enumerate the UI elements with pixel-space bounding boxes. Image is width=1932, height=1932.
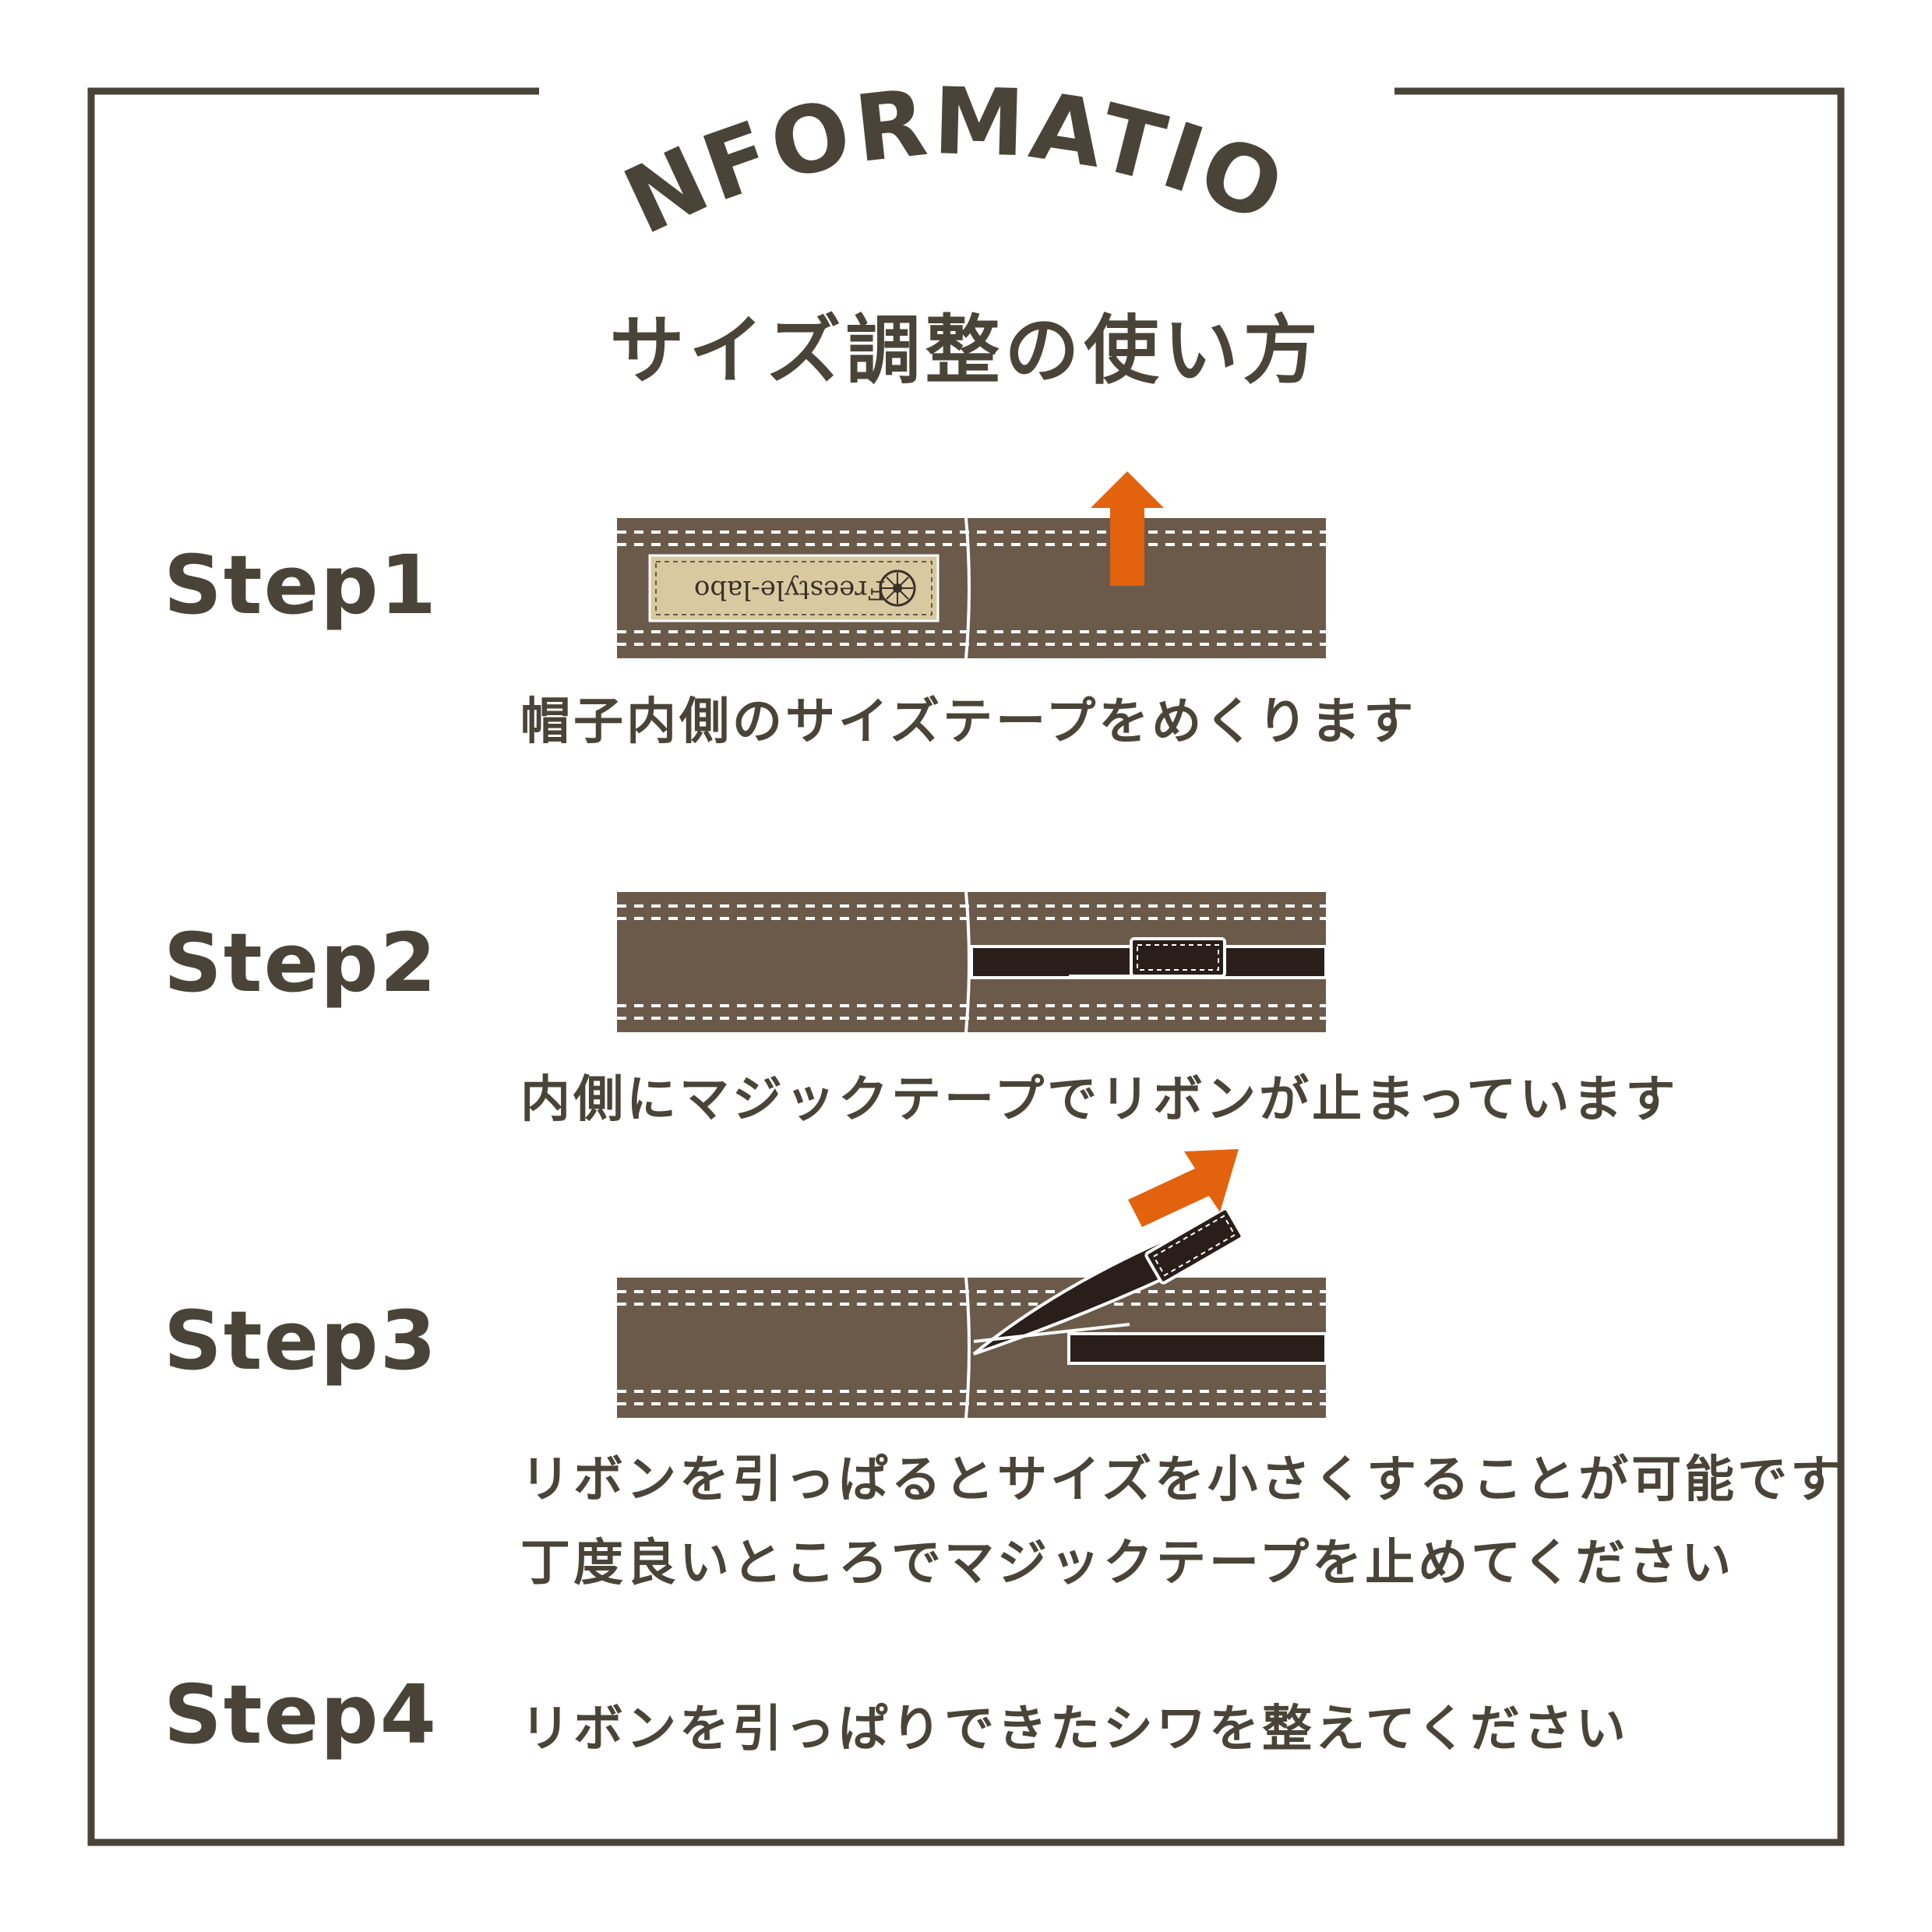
step1-label: Step1 — [164, 538, 438, 633]
step4-text: リボンを引っぱりできたシワを整えてください — [520, 1701, 1629, 1758]
step2-tape — [615, 890, 1327, 1034]
flower-emblem-icon — [879, 569, 916, 607]
step2-label: Step2 — [164, 915, 438, 1010]
step1-text: 帽子内側のサイズテープをめくります — [520, 693, 1417, 751]
step3-tape — [615, 1276, 1327, 1419]
pulled-ribbon — [972, 1207, 1244, 1356]
heading-arc: INFORMATION — [0, 0, 1298, 256]
step3-text-line1: リボンを引っぱるとサイズを小さくすることが可能です — [520, 1451, 1844, 1509]
velcro-patch — [1144, 1207, 1244, 1285]
step3-label: Step3 — [164, 1293, 438, 1388]
page-subtitle: サイズ調整の使い方 — [609, 307, 1323, 394]
step1-tape: Freestyle-labo — [615, 516, 1327, 660]
brand-tag-text: Freestyle-labo — [694, 574, 886, 605]
diagonal-arrow-icon — [1128, 1149, 1239, 1227]
up-arrow-icon — [1091, 471, 1164, 586]
ribbon — [1067, 1332, 1327, 1365]
velcro-patch — [1130, 937, 1226, 978]
step3-text-line2: 丁度良いところでマジックテープを止めてください — [520, 1535, 1735, 1592]
step4-label: Step4 — [164, 1667, 438, 1762]
step2-text: 内側にマジックテープでリボンが止まっています — [520, 1071, 1679, 1129]
